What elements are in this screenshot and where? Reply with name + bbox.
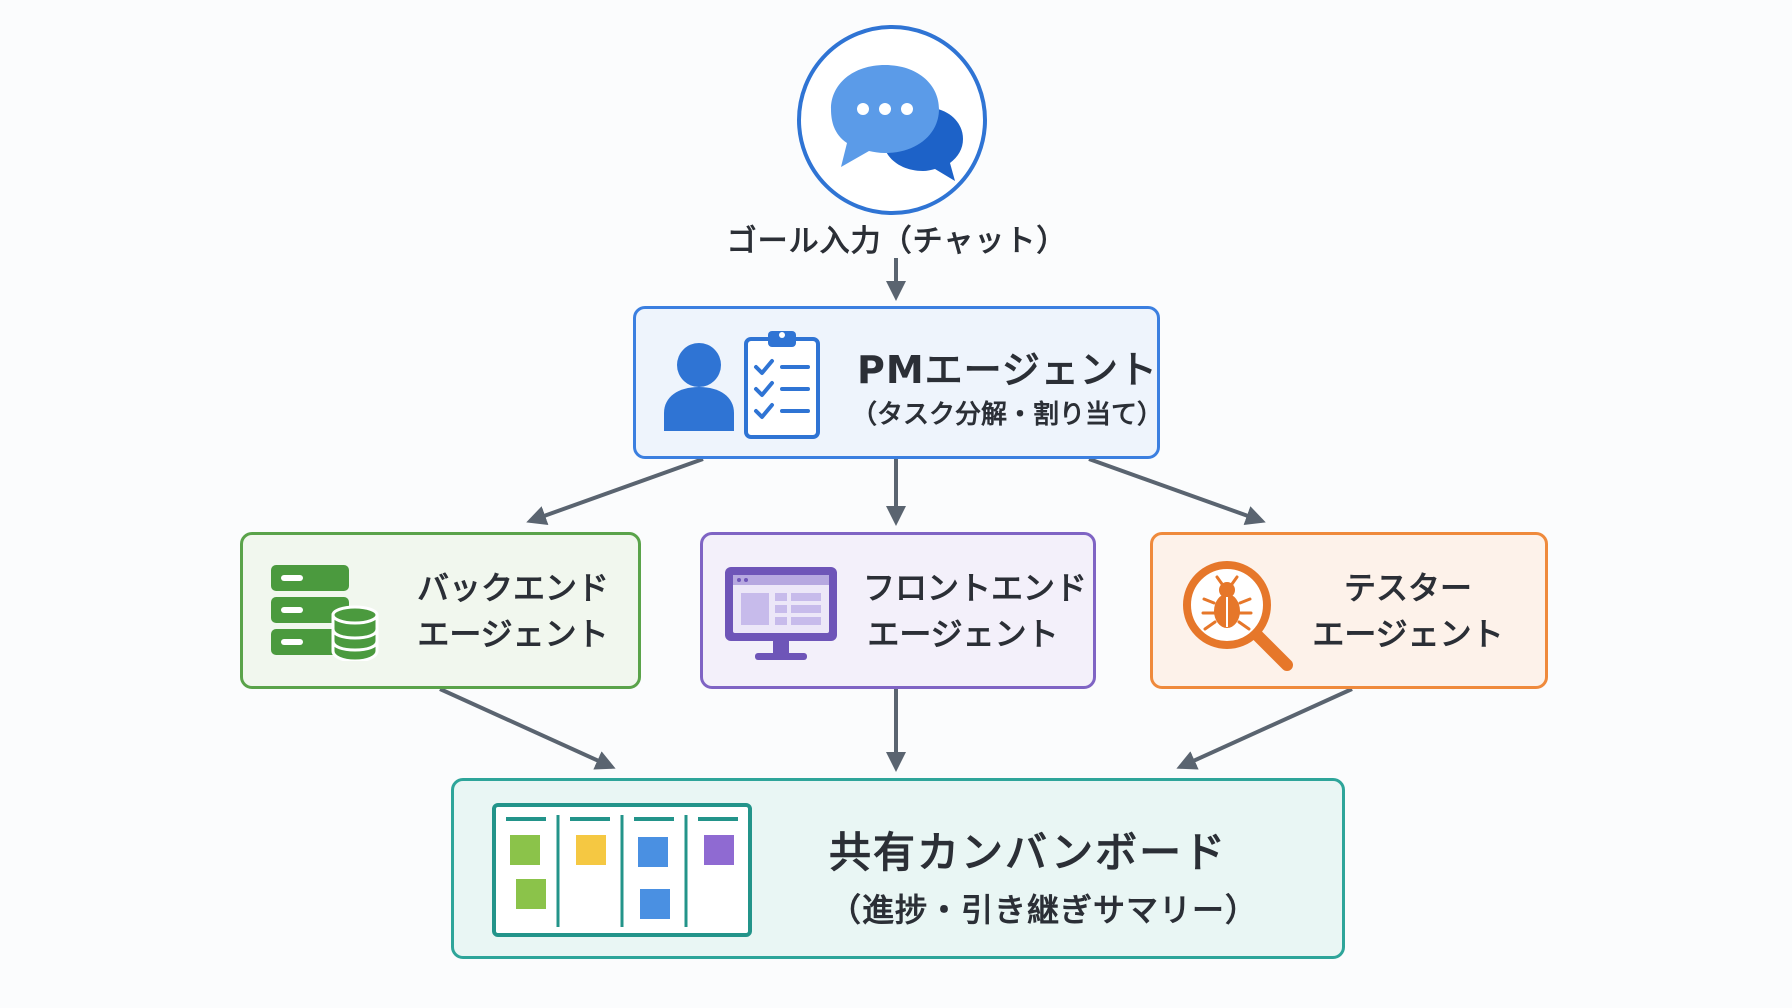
backend-agent-line1: バックエンド	[416, 569, 609, 607]
arrow-pm-to-tester	[1088, 457, 1266, 526]
kanban-board-icon	[492, 803, 752, 937]
pm-agent-title: PMエージェント	[857, 348, 1158, 392]
pm-agent-node: PMエージェント （タスク分解・割り当て）	[633, 306, 1164, 459]
frontend-agent-node: フロントエンド エージェント	[700, 532, 1096, 689]
goal-input-node	[797, 25, 987, 215]
goal-label: ゴール入力（チャット）	[726, 224, 1068, 259]
frontend-agent-line2: エージェント	[867, 615, 1059, 653]
backend-agent-label: バックエンド エージェント	[413, 565, 613, 657]
backend-agent-node: バックエンド エージェント	[240, 532, 641, 689]
kanban-board-node: 共有カンバンボード （進捗・引き継ぎサマリー）	[451, 778, 1345, 959]
bug-magnifier-icon	[1183, 561, 1293, 671]
clipboard-checklist-icon	[744, 331, 820, 439]
pm-agent-subtitle: （タスク分解・割り当て）	[851, 400, 1164, 430]
chat-bubbles-icon	[831, 65, 963, 181]
arrow-pm-to-backend	[526, 457, 704, 526]
kanban-subtitle: （進捗・引き継ぎサマリー）	[829, 891, 1259, 929]
backend-agent-line2: エージェント	[417, 615, 609, 653]
arrow-backend-to-kanban	[439, 687, 616, 770]
monitor-ui-icon	[725, 567, 837, 660]
arrow-tester-to-kanban	[1176, 687, 1353, 770]
user-icon	[664, 343, 734, 431]
frontend-agent-line1: フロントエンド	[863, 569, 1088, 607]
tester-agent-node: テスター エージェント	[1150, 532, 1548, 689]
tester-agent-line2: エージェント	[1312, 615, 1504, 653]
tester-agent-line1: テスター	[1343, 569, 1472, 607]
server-database-icon	[271, 565, 379, 661]
frontend-agent-label: フロントエンド エージェント	[863, 565, 1088, 657]
tester-agent-label: テスター エージェント	[1308, 565, 1508, 657]
kanban-title: 共有カンバンボード	[829, 828, 1228, 877]
